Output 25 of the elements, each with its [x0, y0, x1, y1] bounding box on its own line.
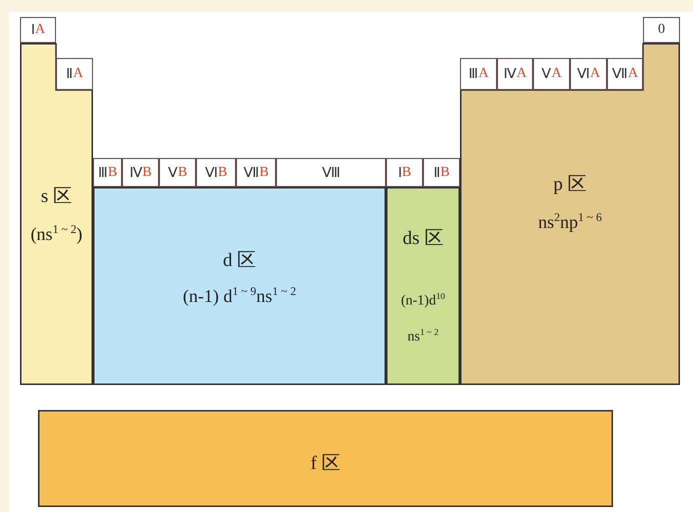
group-header-cell: ⅤA	[533, 58, 570, 90]
group-header-cell: ⅡA	[56, 58, 93, 90]
group-header-cell: ⅠB	[386, 158, 423, 187]
group-header-cell: ⅣB	[122, 158, 159, 187]
group-header-cell: ⅦA	[607, 58, 643, 90]
group-header-cell: ⅢB	[93, 158, 122, 187]
block-name: p 区	[552, 173, 588, 197]
group-header-cell: ⅤB	[159, 158, 196, 187]
electron-configuration: (n-1) d$^{1 ~ 9}$ns$^{1 ~ 2}$	[182, 285, 298, 307]
group-header-cell: ⅠA	[20, 17, 56, 43]
group-header-cell: Ⅷ	[276, 158, 386, 187]
group-header-cell: ⅦB	[236, 158, 276, 187]
block-name: s 区	[40, 185, 74, 209]
block-name: ds 区	[402, 227, 444, 251]
group-header-cell: 0	[643, 17, 680, 43]
electron-configuration: (n-1)d$^{10}$ ns$^{1 ~ 2}$	[400, 290, 446, 346]
group-header-cell: ⅥB	[196, 158, 236, 187]
electron-configuration: ns$^{2}$np$^{1 ~ 6}$	[537, 211, 603, 233]
group-header-cell: ⅢA	[460, 58, 497, 90]
block-name: d 区	[222, 249, 258, 273]
group-header-cell: ⅡB	[423, 158, 460, 187]
group-header-cell: ⅣA	[497, 58, 533, 90]
electron-configuration: (ns$^{1 ~ 2}$)	[30, 223, 84, 245]
block-name: f 区	[309, 452, 342, 476]
group-header-cell: ⅥA	[570, 58, 607, 90]
